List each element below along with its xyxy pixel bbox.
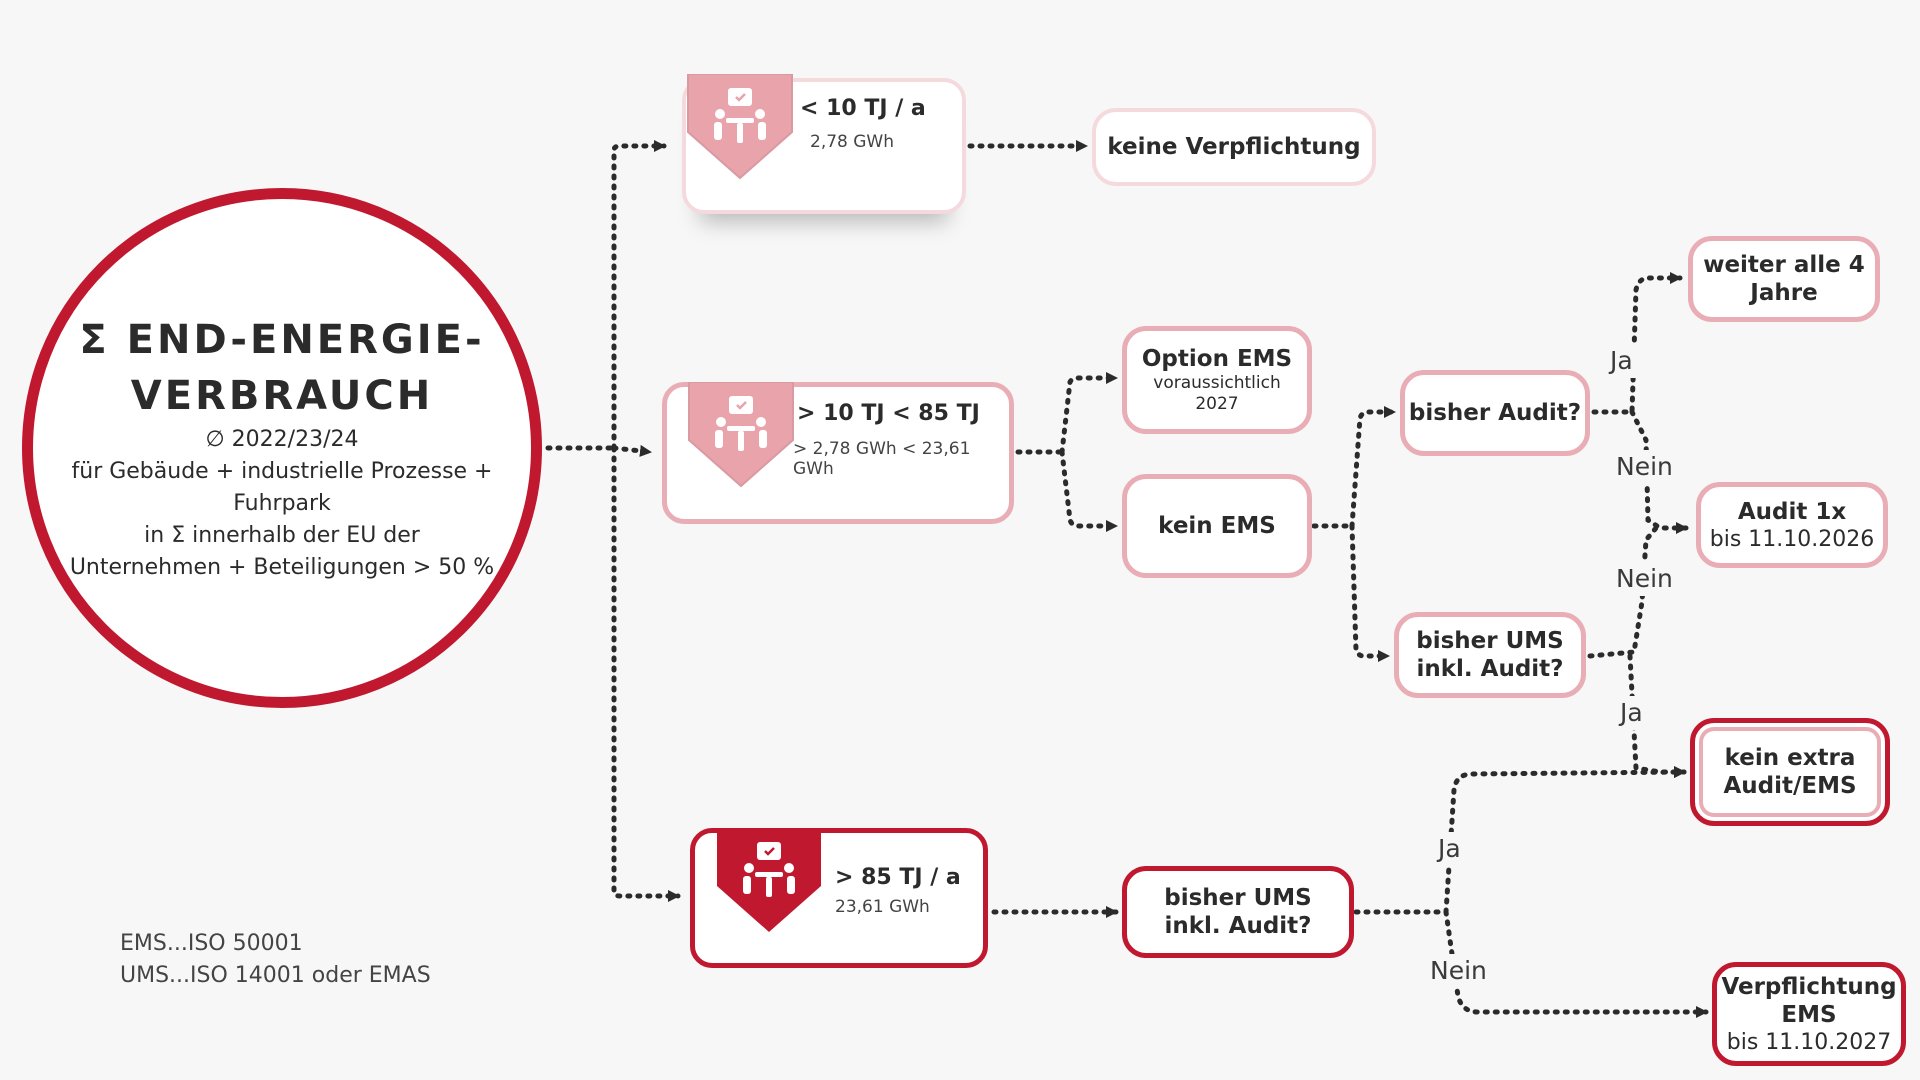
node-bisher-ums-mid-line2: inkl. Audit? [1416,656,1564,682]
node-keine-verpflichtung: keine Verpflichtung [1092,108,1376,186]
edge-label-ja-mid: Ja [1614,696,1649,730]
tier-mid-title: > 10 TJ < 85 TJ [797,401,980,426]
node-verpflichtung-sub: bis 11.10.2027 [1726,1029,1892,1055]
legend-ums: UMS...ISO 14001 oder EMAS [120,963,431,988]
node-kein-extra-line2: Audit/EMS [1723,773,1857,799]
node-verpflichtung-line2: EMS [1781,1001,1837,1028]
node-audit-1x: Audit 1x bis 11.10.2026 [1696,482,1888,568]
node-bisher-ums-mid-line1: bisher UMS [1416,628,1564,654]
tier-high-title: > 85 TJ / a [835,865,961,890]
node-weiter-line2: Jahre [1750,280,1818,306]
meeting-people-icon [743,842,795,897]
node-verpflichtung-ems: Verpflichtung EMS bis 11.10.2027 [1712,962,1906,1066]
edge-label-nein-mid: Nein [1610,562,1679,596]
edge-label-ja-bottom: Ja [1432,832,1467,866]
node-kein-extra-audit-ems: kein extra Audit/EMS [1690,718,1890,826]
node-kein-extra-line1: kein extra [1724,745,1856,771]
connector-ums-nein [1587,525,1659,659]
edge-label-nein-top: Nein [1610,450,1679,484]
connector-audit-ja [1591,272,1683,415]
connector-high-ja [1443,766,1687,915]
tier-mid-sub: > 2,78 GWh < 23,61 GWh [793,439,971,479]
root-scope-line1: für Gebäude + industrielle Prozesse + [71,459,493,484]
root-title-line1: Σ END-ENERGIE- [79,317,485,363]
node-audit-1x-sub: bis 11.10.2026 [1709,526,1875,552]
connector-kein-audit [1349,406,1397,529]
root-scope-line2: Fuhrpark [233,491,331,516]
root-scope-line4: Unternehmen + Beteiligungen > 50 % [69,555,495,580]
connector-high-nein [1443,909,1709,1018]
node-bisher-ums-high-line1: bisher UMS [1164,885,1312,911]
root-period: ∅ 2022/23/24 [205,427,359,452]
node-option-ems: Option EMS voraussichtlich 2027 [1122,326,1312,434]
connector-audit-nein [1629,409,1689,534]
meeting-people-icon [715,396,767,451]
node-kein-ems: kein EMS [1122,474,1312,578]
node-bisher-ums-mid: bisher UMS inkl. Audit? [1394,612,1586,698]
node-audit-1x-title: Audit 1x [1737,498,1847,525]
root-circle: Σ END-ENERGIE- VERBRAUCH ∅ 2022/23/24 fü… [22,188,542,708]
tier-low-title: < 10 TJ / a [800,96,926,121]
node-bisher-audit: bisher Audit? [1400,370,1590,456]
connector-mid-option [1059,372,1119,455]
root-title-line2: VERBRAUCH [130,373,434,419]
node-kein-ems-label: kein EMS [1158,513,1276,539]
legend-ems: EMS...ISO 50001 [120,931,303,956]
node-bisher-ums-high-line2: inkl. Audit? [1164,913,1312,939]
edge-label-ja-top: Ja [1604,344,1639,378]
tier-low-sub: 2,78 GWh [810,132,895,152]
connector-root-low [611,140,667,451]
tier-mid-badge [688,382,794,488]
tier-low-box: < 10 TJ / a 2,78 GWh [682,74,966,214]
connector-root-high [611,445,681,902]
tier-low-badge [687,74,793,180]
node-weiter-alle-4-jahre: weiter alle 4 Jahre [1688,236,1880,322]
connector-root-mid [611,444,653,457]
root-scope-line3: in Σ innerhalb der EU der [144,523,420,548]
node-bisher-audit-label: bisher Audit? [1408,400,1582,426]
node-option-ems-sub1: voraussichtlich [1153,373,1281,393]
node-option-ems-sub2: 2027 [1195,394,1239,414]
meeting-people-icon [714,88,766,143]
node-keine-verpflichtung-label: keine Verpflichtung [1107,134,1361,160]
node-bisher-ums-high: bisher UMS inkl. Audit? [1122,866,1354,958]
tier-mid-box: > 10 TJ < 85 TJ > 2,78 GWh < 23,61 GWh [662,382,1014,524]
connector-kein-ums [1349,523,1391,662]
connector-mid-kein [1059,449,1119,532]
tier-high-badge [717,828,821,932]
edge-label-nein-bottom: Nein [1424,954,1493,988]
legend: EMS...ISO 50001 UMS...ISO 14001 oder EMA… [120,928,431,992]
node-weiter-line1: weiter alle 4 [1703,252,1865,278]
node-verpflichtung-line1: Verpflichtung [1721,973,1897,1000]
tier-high-sub: 23,61 GWh [835,897,930,917]
node-option-ems-title: Option EMS [1141,346,1293,372]
tier-high-box: > 85 TJ / a 23,61 GWh [690,828,988,968]
